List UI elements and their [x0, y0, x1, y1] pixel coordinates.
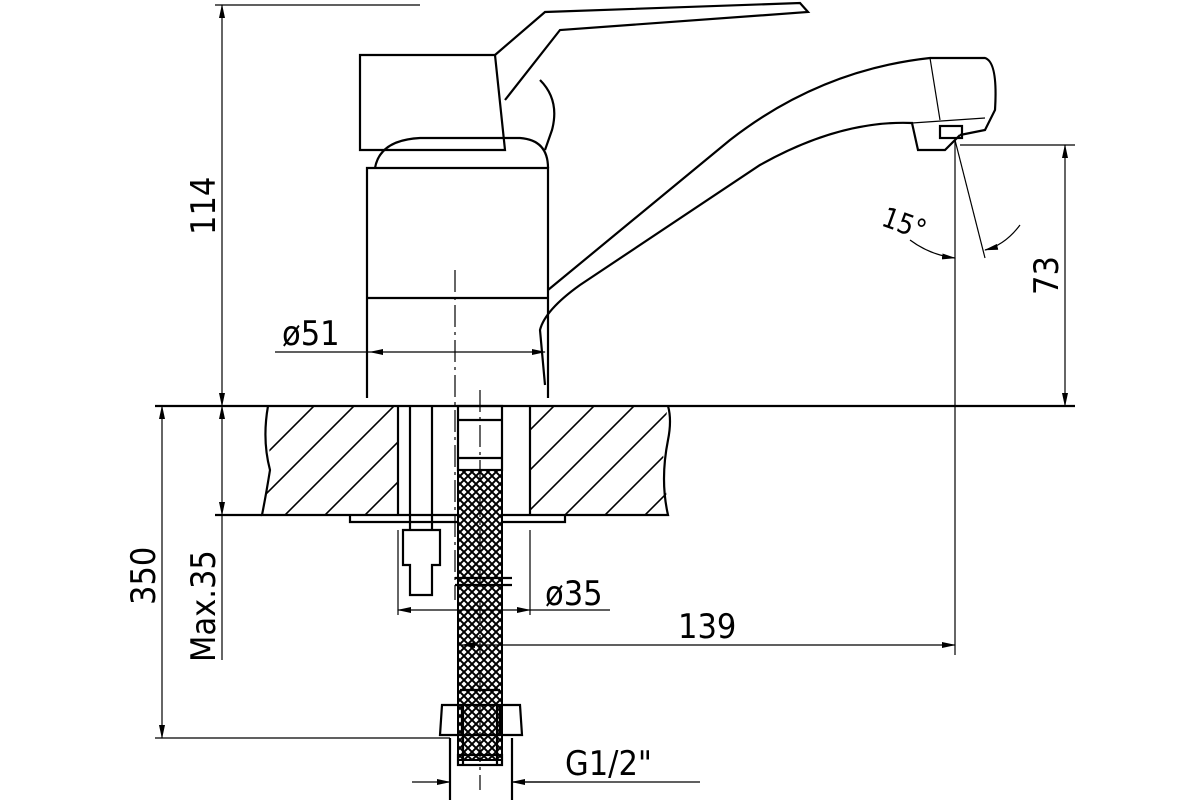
dim-mount-hole-diameter: ø35	[545, 574, 603, 614]
dim-height-total: 114	[184, 177, 224, 235]
countertop-section	[155, 404, 1075, 524]
dim-spout-reach: 139	[678, 607, 736, 647]
dim-spout-angle: 15°	[878, 201, 931, 247]
dimension-lines	[155, 4, 1075, 785]
dim-spout-height: 73	[1027, 256, 1067, 295]
lever-base	[358, 53, 507, 152]
faucet-body	[358, 1, 811, 398]
dim-body-diameter: ø51	[282, 314, 340, 354]
dim-hose-length: 350	[124, 547, 164, 605]
lever-handle	[494, 1, 811, 101]
dim-thread: G1/2"	[565, 744, 652, 784]
dim-max-counter-thickness: Max.35	[184, 550, 224, 662]
spout	[538, 56, 997, 386]
